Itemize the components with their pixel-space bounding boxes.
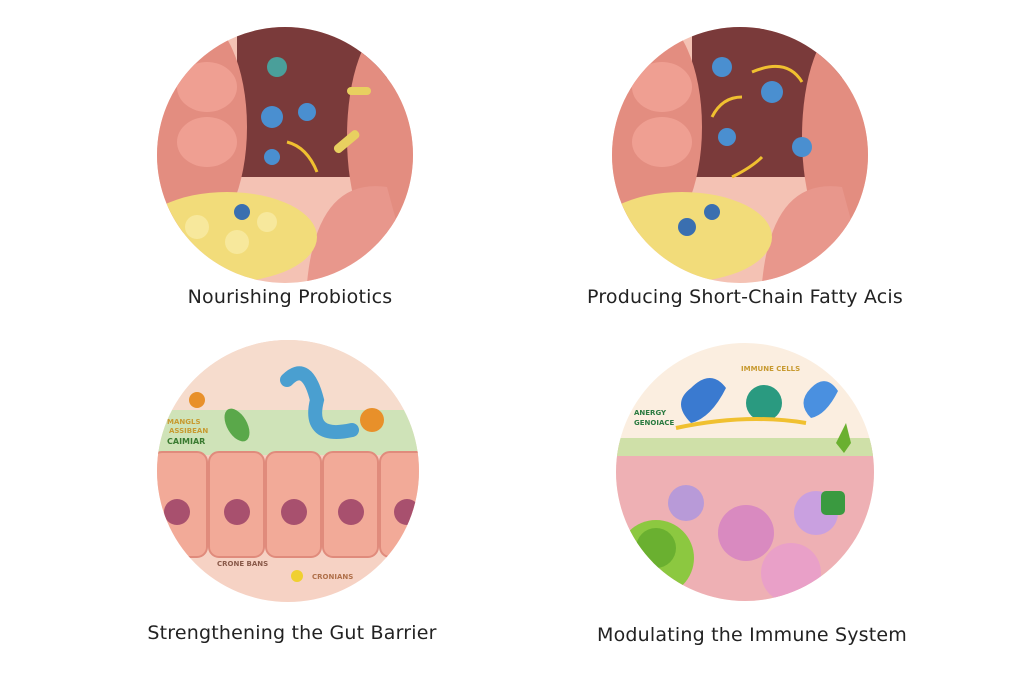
illustration-label: GENOIACE (634, 419, 674, 427)
illustration-label: CRONIANS (312, 573, 353, 581)
gut-barrier-illustration: MANGLS ASSIBEAN CAIMIAR CRONE BANS CRONI… (157, 340, 419, 602)
illustration-label: CRONE BANS (217, 560, 268, 568)
fatty-acids-illustration (612, 27, 868, 283)
caption: Nourishing Probiotics (187, 286, 393, 308)
probiotics-illustration (157, 27, 413, 283)
caption: Modulating the Immune System (596, 624, 908, 646)
illustration-label: CAIMIAR (167, 437, 205, 446)
illustration-label: IMMUNE CELLS (741, 365, 800, 373)
caption: Producing Short-Chain Fatty Acis (587, 286, 903, 308)
illustration-label: ASSIBEAN (169, 427, 208, 435)
caption: Strengthening the Gut Barrier (147, 622, 437, 644)
immune-system-illustration: IMMUNE CELLS ANERGY GENOIACE (616, 343, 874, 601)
illustration-label: ANERGY (634, 409, 667, 417)
illustration-label: MANGLS (167, 418, 201, 426)
